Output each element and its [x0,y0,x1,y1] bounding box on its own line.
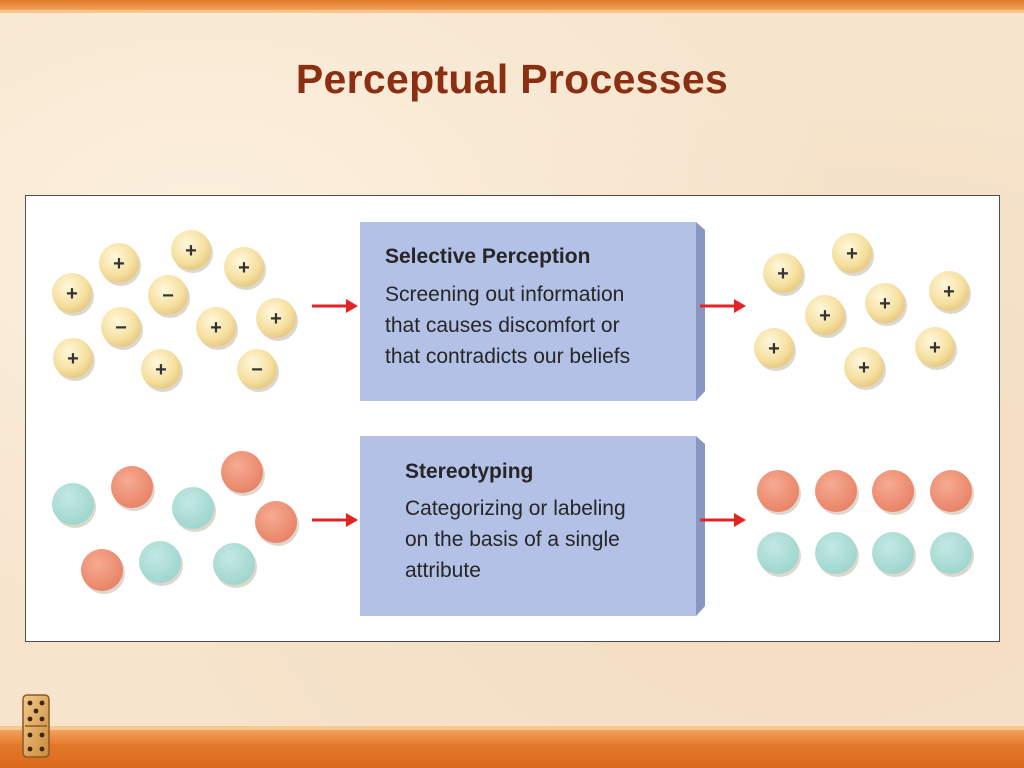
sign-label: − [115,317,127,339]
sign-label: + [66,283,78,305]
domino-logo [22,694,50,758]
sign-circle: + [865,283,907,326]
slide-title: Perceptual Processes [295,56,729,102]
sign-circle: + [832,233,874,276]
sign-label: + [270,308,282,330]
selective-line-2: that causes discomfort or [385,314,620,337]
sign-circle: − [237,349,279,392]
sign-label: + [943,281,955,303]
sign-circle: + [53,338,95,381]
sign-label: + [768,338,780,360]
sign-label: + [929,337,941,359]
selective-output-cluster: + + + + + + + + [754,233,971,390]
diagram-svg: + + + + − − + + + + − Selective Perception Screeni… [52,222,974,616]
stereotyping-box: Stereotyping Categorizing or labeling on… [360,436,705,616]
sign-label: + [113,253,125,275]
stereotyping-heading: Stereotyping [405,460,533,483]
stereotyping-line-2: on the basis of a single [405,528,620,551]
sign-circle: + [52,273,94,316]
sign-label: − [251,359,263,381]
sign-circle: + [763,253,805,296]
selective-input-arrow [312,299,358,313]
coral-circle [221,451,265,496]
sign-label: + [858,357,870,379]
stereotyping-line-3: attribute [405,559,481,582]
teal-circle [139,541,183,586]
teal-circle [757,532,801,577]
teal-circle [815,532,859,577]
coral-circle [111,466,155,511]
sign-label: + [819,305,831,327]
stereotyping-line-1: Categorizing or labeling [405,497,626,520]
sign-label: + [777,263,789,285]
selective-input-cluster: + + + + − − + + + + − [52,230,298,392]
perceptual-processes-figure: + + + + − − + + + + − Selective Perception Screeni… [25,195,1000,642]
sign-label: + [210,317,222,339]
sign-circle: + [915,327,957,370]
top-accent-bar [0,0,1024,13]
sign-label: + [185,240,197,262]
bottom-accent-bar [0,726,1024,768]
teal-circle [213,543,257,588]
stereotyping-output-grid [757,470,974,577]
teal-circle [930,532,974,577]
sign-circle: + [844,347,886,390]
selective-output-arrow [700,299,746,313]
sign-circle: + [171,230,213,273]
sign-label: + [879,293,891,315]
sign-label: + [155,359,167,381]
coral-circle [255,501,299,546]
teal-circle [172,487,216,532]
sign-circle: + [224,247,266,290]
sign-label: + [238,257,250,279]
sign-circle: + [805,295,847,338]
teal-circle [872,532,916,577]
coral-circle [81,549,125,594]
selective-heading: Selective Perception [385,245,590,268]
sign-label: − [162,285,174,307]
stereotyping-input-arrow [312,513,358,527]
coral-circle [872,470,916,515]
sign-circle: + [141,349,183,392]
sign-label: + [67,348,79,370]
coral-circle [930,470,974,515]
sign-circle: + [929,271,971,314]
coral-circle [757,470,801,515]
stereotyping-input-cluster [52,451,299,594]
selective-line-3: that contradicts our beliefs [385,345,630,368]
sign-circle: + [196,307,238,350]
sign-circle: − [101,307,143,350]
sign-circle: + [754,328,796,371]
stereotyping-output-arrow [700,513,746,527]
sign-circle: + [99,243,141,286]
sign-circle: − [148,275,190,318]
sign-circle: + [256,298,298,341]
coral-circle [815,470,859,515]
sign-label: + [846,243,858,265]
selective-perception-box: Selective Perception Screening out infor… [360,222,705,401]
selective-line-1: Screening out information [385,283,624,306]
teal-circle [52,483,96,528]
